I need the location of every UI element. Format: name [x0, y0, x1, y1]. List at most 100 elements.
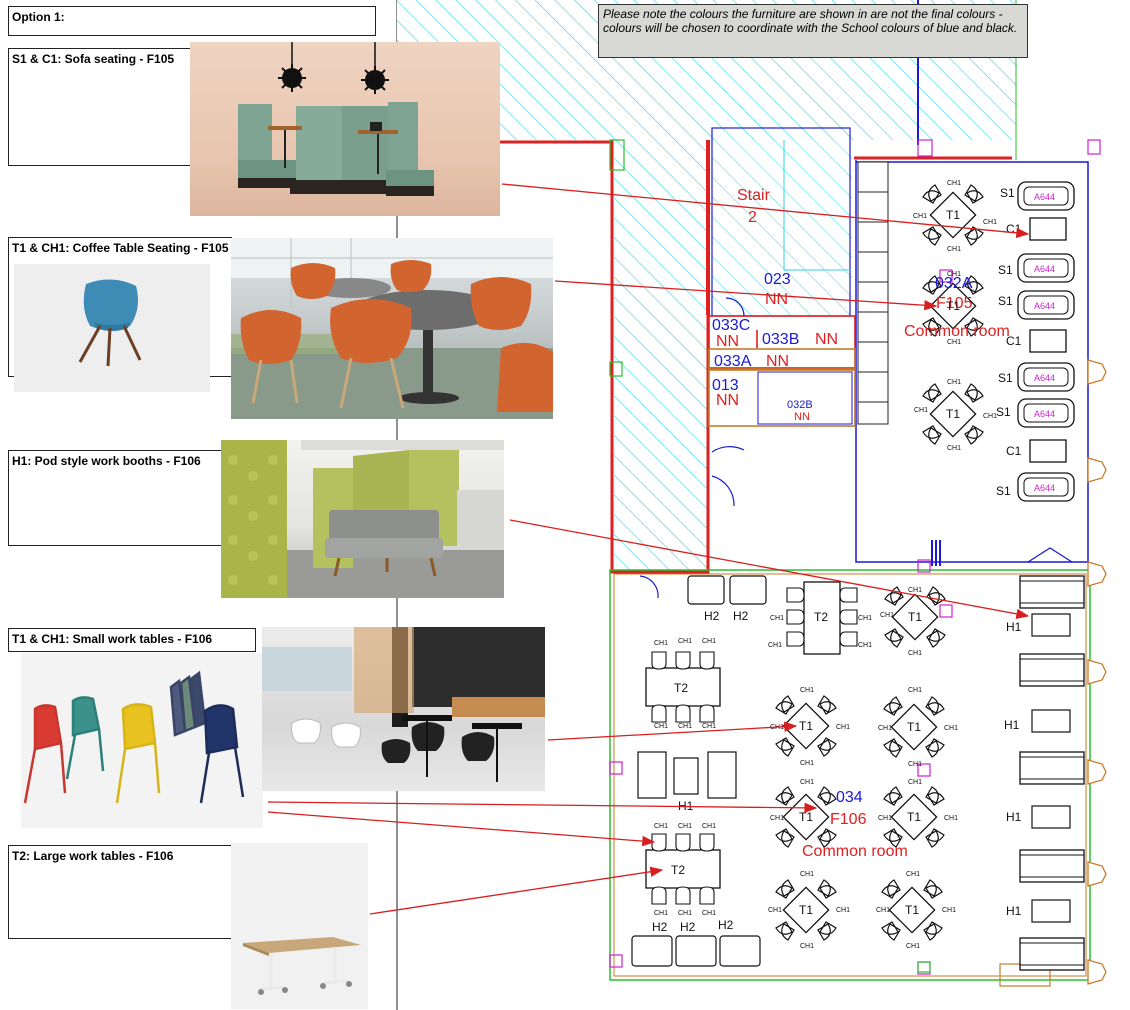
panel-large-tables: T2: Large work tables - F106 [8, 845, 232, 939]
sofa-code-1: A644 [1034, 192, 1055, 202]
code-c1: C1 [1006, 334, 1022, 348]
hatched-void-left [614, 140, 708, 570]
code-s1: S1 [996, 405, 1011, 419]
code-ch1: CH1 [947, 246, 961, 253]
stair-number: 2 [748, 209, 757, 226]
code-s1: S1 [996, 484, 1011, 498]
photo-blue-chair [14, 264, 210, 392]
code-ch1: CH1 [770, 615, 784, 622]
code-h1: H1 [1006, 810, 1022, 824]
photo-large-table [231, 843, 368, 1009]
code-ch1: CH1 [947, 339, 961, 346]
code-ch1: CH1 [800, 687, 814, 694]
option-title-box: Option 1: [8, 6, 376, 36]
code-ch1: CH1 [908, 650, 922, 657]
code-t1: T1 [905, 903, 919, 917]
code-ch1: CH1 [654, 640, 668, 647]
blue-chair-illustration [78, 279, 142, 367]
room-033a: 033A [714, 353, 752, 370]
option-title: Option 1: [12, 10, 65, 24]
arrow-coffee-seating [554, 280, 938, 311]
room-013: 013 [712, 377, 739, 394]
arrow-small-tables-1 [547, 721, 798, 741]
room-f105: F105 [936, 295, 973, 312]
panel-coffee-table-label: T1 & CH1: Coffee Table Seating - F105 [12, 241, 229, 255]
code-t1: T1 [907, 810, 921, 824]
code-ch1: CH1 [947, 379, 961, 386]
panel-small-tables-label: T1 & CH1: Small work tables - F106 [12, 632, 213, 646]
orange-chairs-illustration [231, 238, 553, 419]
photo-black-chairs [262, 627, 545, 791]
room-032a: 032A [935, 275, 973, 292]
room-033a-nn: NN [766, 353, 789, 370]
code-h1: H1 [1004, 718, 1020, 732]
code-ch1: CH1 [800, 943, 814, 950]
sofa-booths-illustration [238, 42, 434, 196]
code-ch1: CH1 [908, 687, 922, 694]
code-ch1: CH1 [880, 612, 894, 619]
code-ch1: CH1 [908, 587, 922, 594]
stair-hatch [712, 130, 852, 315]
code-ch1: CH1 [836, 907, 850, 914]
room-033b-nn: NN [815, 331, 838, 348]
code-ch1: CH1 [800, 760, 814, 767]
code-ch1: CH1 [908, 761, 922, 768]
code-ch1: CH1 [770, 815, 784, 822]
room-023: 023 [764, 271, 791, 288]
sofa-code-3: A644 [1034, 301, 1055, 311]
code-s1: S1 [998, 294, 1013, 308]
sofa-code-6: A644 [1034, 483, 1055, 493]
code-ch1: CH1 [913, 213, 927, 220]
room-common-f105: Common room [904, 323, 1010, 340]
code-h2: H2 [704, 609, 720, 623]
code-ch1: CH1 [702, 910, 716, 917]
code-t1: T1 [908, 610, 922, 624]
code-ch1: CH1 [654, 823, 668, 830]
code-t2: T2 [674, 681, 688, 695]
sofa-code-2: A644 [1034, 264, 1055, 274]
code-ch1: CH1 [983, 219, 997, 226]
code-ch1: CH1 [768, 642, 782, 649]
code-s1: S1 [998, 263, 1013, 277]
code-s1: S1 [1000, 186, 1015, 200]
room-033c-nn: NN [716, 333, 739, 350]
room-033c: 033C [712, 317, 750, 334]
code-ch1: CH1 [878, 725, 892, 732]
room-034: 034 [836, 789, 863, 806]
code-ch1: CH1 [947, 180, 961, 187]
code-ch1: CH1 [944, 725, 958, 732]
arrow-large-tables [369, 866, 664, 915]
colour-note: Please note the colours the furniture ar… [598, 4, 1028, 58]
code-ch1: CH1 [702, 723, 716, 730]
arrow-small-tables-2 [267, 801, 818, 814]
code-ch1: CH1 [947, 445, 961, 452]
code-ch1: CH1 [908, 779, 922, 786]
code-ch1: CH1 [858, 615, 872, 622]
sofa-code-4: A644 [1034, 373, 1055, 383]
panel-sofa-seating: S1 & C1: Sofa seating - F105 [8, 48, 198, 166]
stacking-chairs-illustration [23, 670, 245, 804]
code-ch1: CH1 [768, 907, 782, 914]
photo-stacking-chairs [21, 653, 263, 828]
code-ch1: CH1 [678, 723, 692, 730]
code-ch1: CH1 [836, 724, 850, 731]
stair-label: Stair [737, 187, 771, 204]
code-c1: C1 [1006, 444, 1022, 458]
code-h1: H1 [1006, 904, 1022, 918]
photo-orange-chairs [231, 238, 553, 419]
code-ch1: CH1 [878, 815, 892, 822]
code-s1: S1 [998, 371, 1013, 385]
panel-sofa-seating-label: S1 & C1: Sofa seating - F105 [12, 52, 175, 66]
panel-large-tables-label: T2: Large work tables - F106 [12, 849, 174, 863]
code-ch1: CH1 [858, 642, 872, 649]
code-t1: T1 [946, 407, 960, 421]
code-t1: T1 [799, 903, 813, 917]
code-ch1: CH1 [942, 907, 956, 914]
code-t2: T2 [814, 610, 828, 624]
code-h2: H2 [652, 920, 668, 934]
room-013-nn: NN [716, 392, 739, 409]
pod-booth-illustration [221, 440, 504, 598]
code-ch1: CH1 [983, 413, 997, 420]
code-t1: T1 [946, 299, 960, 313]
